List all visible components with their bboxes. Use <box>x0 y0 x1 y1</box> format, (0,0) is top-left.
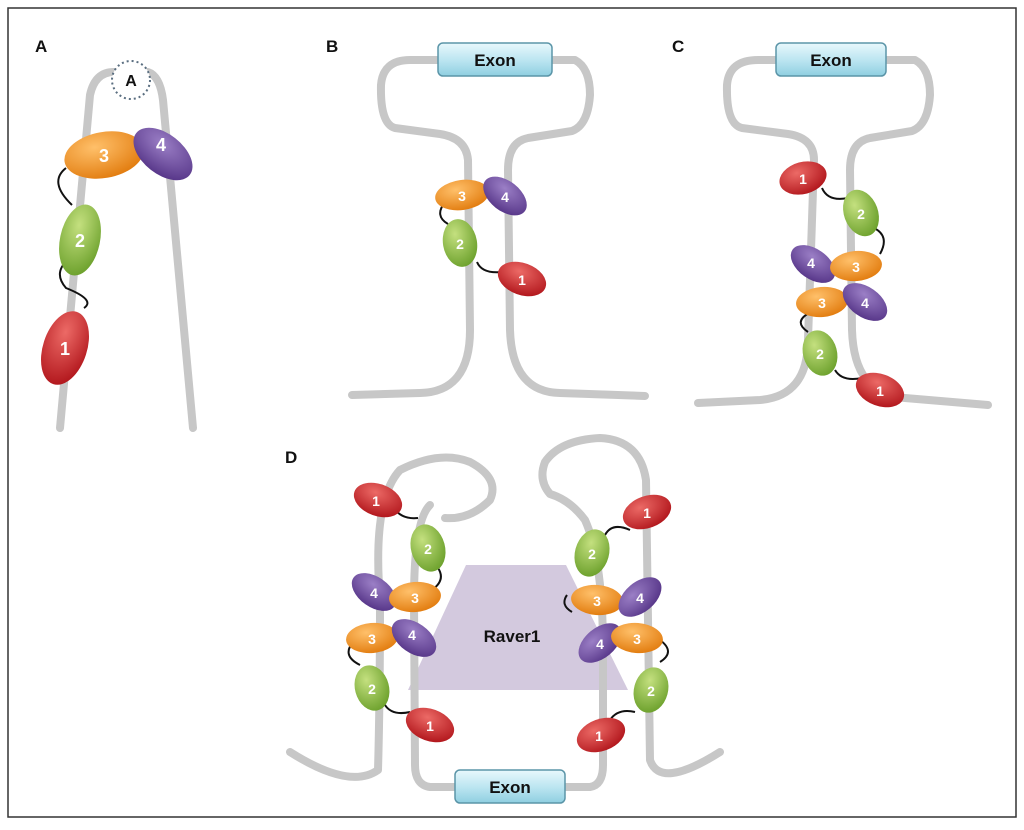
svg-text:2: 2 <box>424 541 432 557</box>
raver1-label: Raver1 <box>484 627 541 646</box>
domain-3: 3 <box>611 622 663 654</box>
panel-c-label: C <box>672 37 684 56</box>
svg-text:2: 2 <box>456 236 464 252</box>
panel-a: A 1 2 3 4 <box>41 60 197 432</box>
svg-text:4: 4 <box>636 590 644 606</box>
svg-text:1: 1 <box>426 718 434 734</box>
svg-text:2: 2 <box>75 231 85 251</box>
svg-text:2: 2 <box>588 546 596 562</box>
domain-4: 4 <box>351 573 397 611</box>
figure-frame <box>7 7 1017 818</box>
svg-text:3: 3 <box>593 593 601 609</box>
domain-2: 2 <box>574 529 610 577</box>
svg-text:1: 1 <box>60 339 70 359</box>
bubble-a <box>111 60 151 100</box>
domain-1: 1 <box>779 161 827 195</box>
svg-text:2: 2 <box>816 346 824 362</box>
linker-d-right <box>563 525 669 721</box>
svg-text:1: 1 <box>518 272 526 288</box>
svg-text:Exon: Exon <box>489 778 531 797</box>
svg-text:4: 4 <box>156 135 166 155</box>
svg-text:3: 3 <box>99 146 109 166</box>
svg-text:3: 3 <box>852 259 860 275</box>
svg-text:1: 1 <box>643 505 651 521</box>
svg-text:Exon: Exon <box>474 51 516 70</box>
domain-4: 4 <box>618 577 662 617</box>
domain-1: 1 <box>497 261 547 297</box>
panel-b-label: B <box>326 37 338 56</box>
rna-strand-c-left <box>694 56 818 407</box>
domain-2: 2 <box>354 665 390 711</box>
svg-text:3: 3 <box>411 590 419 606</box>
domain-4: 4 <box>842 283 888 321</box>
svg-text:3: 3 <box>368 631 376 647</box>
domain-2: 2 <box>59 204 101 276</box>
svg-text:2: 2 <box>857 206 865 222</box>
linker-c <box>799 187 885 380</box>
svg-text:1: 1 <box>876 383 884 399</box>
domain-3: 3 <box>64 131 144 179</box>
svg-text:4: 4 <box>807 255 815 271</box>
svg-text:2: 2 <box>368 681 376 697</box>
domain-1: 1 <box>855 372 905 408</box>
svg-text:1: 1 <box>595 728 603 744</box>
domain-2: 2 <box>410 524 446 572</box>
domain-2: 2 <box>633 667 669 713</box>
domain-2: 2 <box>442 219 478 267</box>
domain-4: 4 <box>391 619 437 657</box>
domain-1: 1 <box>41 311 89 385</box>
exon-b: Exon <box>437 42 553 77</box>
svg-text:3: 3 <box>458 188 466 204</box>
svg-text:1: 1 <box>799 171 807 187</box>
svg-text:4: 4 <box>861 295 869 311</box>
domain-4: 4 <box>790 245 836 283</box>
domain-3: 3 <box>435 179 489 211</box>
domain-3: 3 <box>571 584 623 616</box>
domain-3: 3 <box>389 581 441 613</box>
svg-text:4: 4 <box>501 189 509 205</box>
svg-text:4: 4 <box>596 636 604 652</box>
domain-3: 3 <box>346 622 398 654</box>
rna-strand-b-right <box>504 56 649 400</box>
exon-d: Exon <box>454 769 566 804</box>
svg-text:4: 4 <box>408 627 416 643</box>
svg-text:3: 3 <box>633 631 641 647</box>
domain-3: 3 <box>796 286 848 318</box>
domain-2: 2 <box>843 189 879 237</box>
svg-text:2: 2 <box>647 683 655 699</box>
domain-1: 1 <box>405 707 455 743</box>
panel-d: Raver1 Exon 1 2 4 3 3 <box>286 434 724 804</box>
domain-3: 3 <box>830 250 882 282</box>
svg-text:3: 3 <box>818 295 826 311</box>
svg-text:1: 1 <box>372 493 380 509</box>
domain-4: 4 <box>133 127 193 181</box>
svg-text:Exon: Exon <box>810 51 852 70</box>
linker-d-left <box>347 504 442 715</box>
domain-1: 1 <box>622 494 672 530</box>
exon-c: Exon <box>775 42 887 77</box>
linker-a <box>57 167 89 309</box>
panel-d-label: D <box>285 448 297 467</box>
rna-strand-b-left <box>348 56 474 399</box>
panel-b: Exon 1 2 3 4 <box>348 42 649 400</box>
bubble-a-text: A <box>125 73 137 90</box>
domain-1: 1 <box>353 482 403 518</box>
domain-1: 1 <box>576 717 626 753</box>
domain-2: 2 <box>802 330 838 376</box>
panel-a-label: A <box>35 37 47 56</box>
domain-4: 4 <box>483 176 527 216</box>
svg-text:4: 4 <box>370 585 378 601</box>
panel-c: Exon 1 2 4 3 3 4 2 <box>694 42 992 409</box>
domain-4: 4 <box>578 623 622 663</box>
